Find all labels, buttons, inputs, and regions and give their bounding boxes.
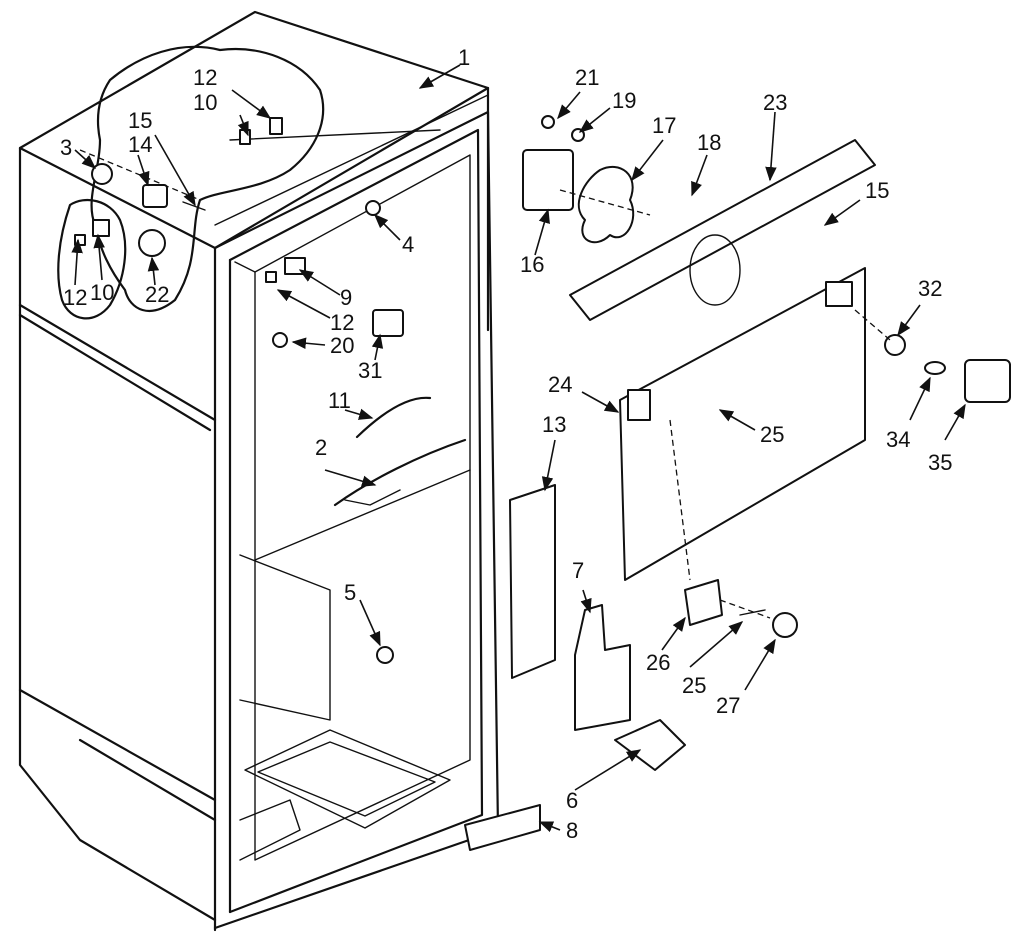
callout-12-top: 12	[193, 65, 217, 90]
callout-27: 27	[716, 693, 740, 718]
callout-7: 7	[572, 558, 584, 583]
callout-22: 22	[145, 282, 169, 307]
callout-31: 31	[358, 358, 382, 383]
callout-10-upper: 10	[193, 90, 217, 115]
callout-4: 4	[402, 232, 414, 257]
part-shapes	[74, 115, 1011, 851]
callout-12-mid: 12	[330, 310, 354, 335]
insulation-area	[57, 45, 325, 320]
callout-26: 26	[646, 650, 670, 675]
callout-11: 11	[328, 388, 351, 413]
callout-14: 14	[128, 132, 152, 157]
callout-25-right: 25	[760, 422, 784, 447]
callout-5: 5	[344, 580, 356, 605]
callout-32: 32	[918, 276, 942, 301]
cabinet-liner	[18, 10, 500, 932]
callout-16: 16	[520, 252, 544, 277]
callout-35: 35	[928, 450, 952, 475]
callout-17: 17	[652, 113, 676, 138]
callout-18: 18	[697, 130, 721, 155]
callout-15-right: 15	[865, 178, 889, 203]
callout-25-lower: 25	[682, 673, 706, 698]
callout-12-left: 12	[63, 285, 87, 310]
callout-34: 34	[886, 427, 910, 452]
callout-3: 3	[60, 135, 72, 160]
callout-24: 24	[548, 372, 572, 397]
callout-9: 9	[340, 285, 352, 310]
callout-20: 20	[330, 333, 354, 358]
callout-8: 8	[566, 818, 578, 843]
callout-13: 13	[542, 412, 566, 437]
callout-10-lower: 10	[90, 280, 114, 305]
callout-19: 19	[612, 88, 636, 113]
callout-21: 21	[575, 65, 599, 90]
callout-6: 6	[566, 788, 578, 813]
callout-15-left: 15	[128, 108, 152, 133]
callout-23: 23	[763, 90, 787, 115]
callout-1: 1	[458, 45, 470, 70]
callout-labels: 1 2 3 4 5 6 7 8 9 10 10 11 12 12 12 12 1…	[60, 45, 952, 843]
leader-lines	[71, 64, 966, 833]
callout-2: 2	[315, 435, 327, 460]
